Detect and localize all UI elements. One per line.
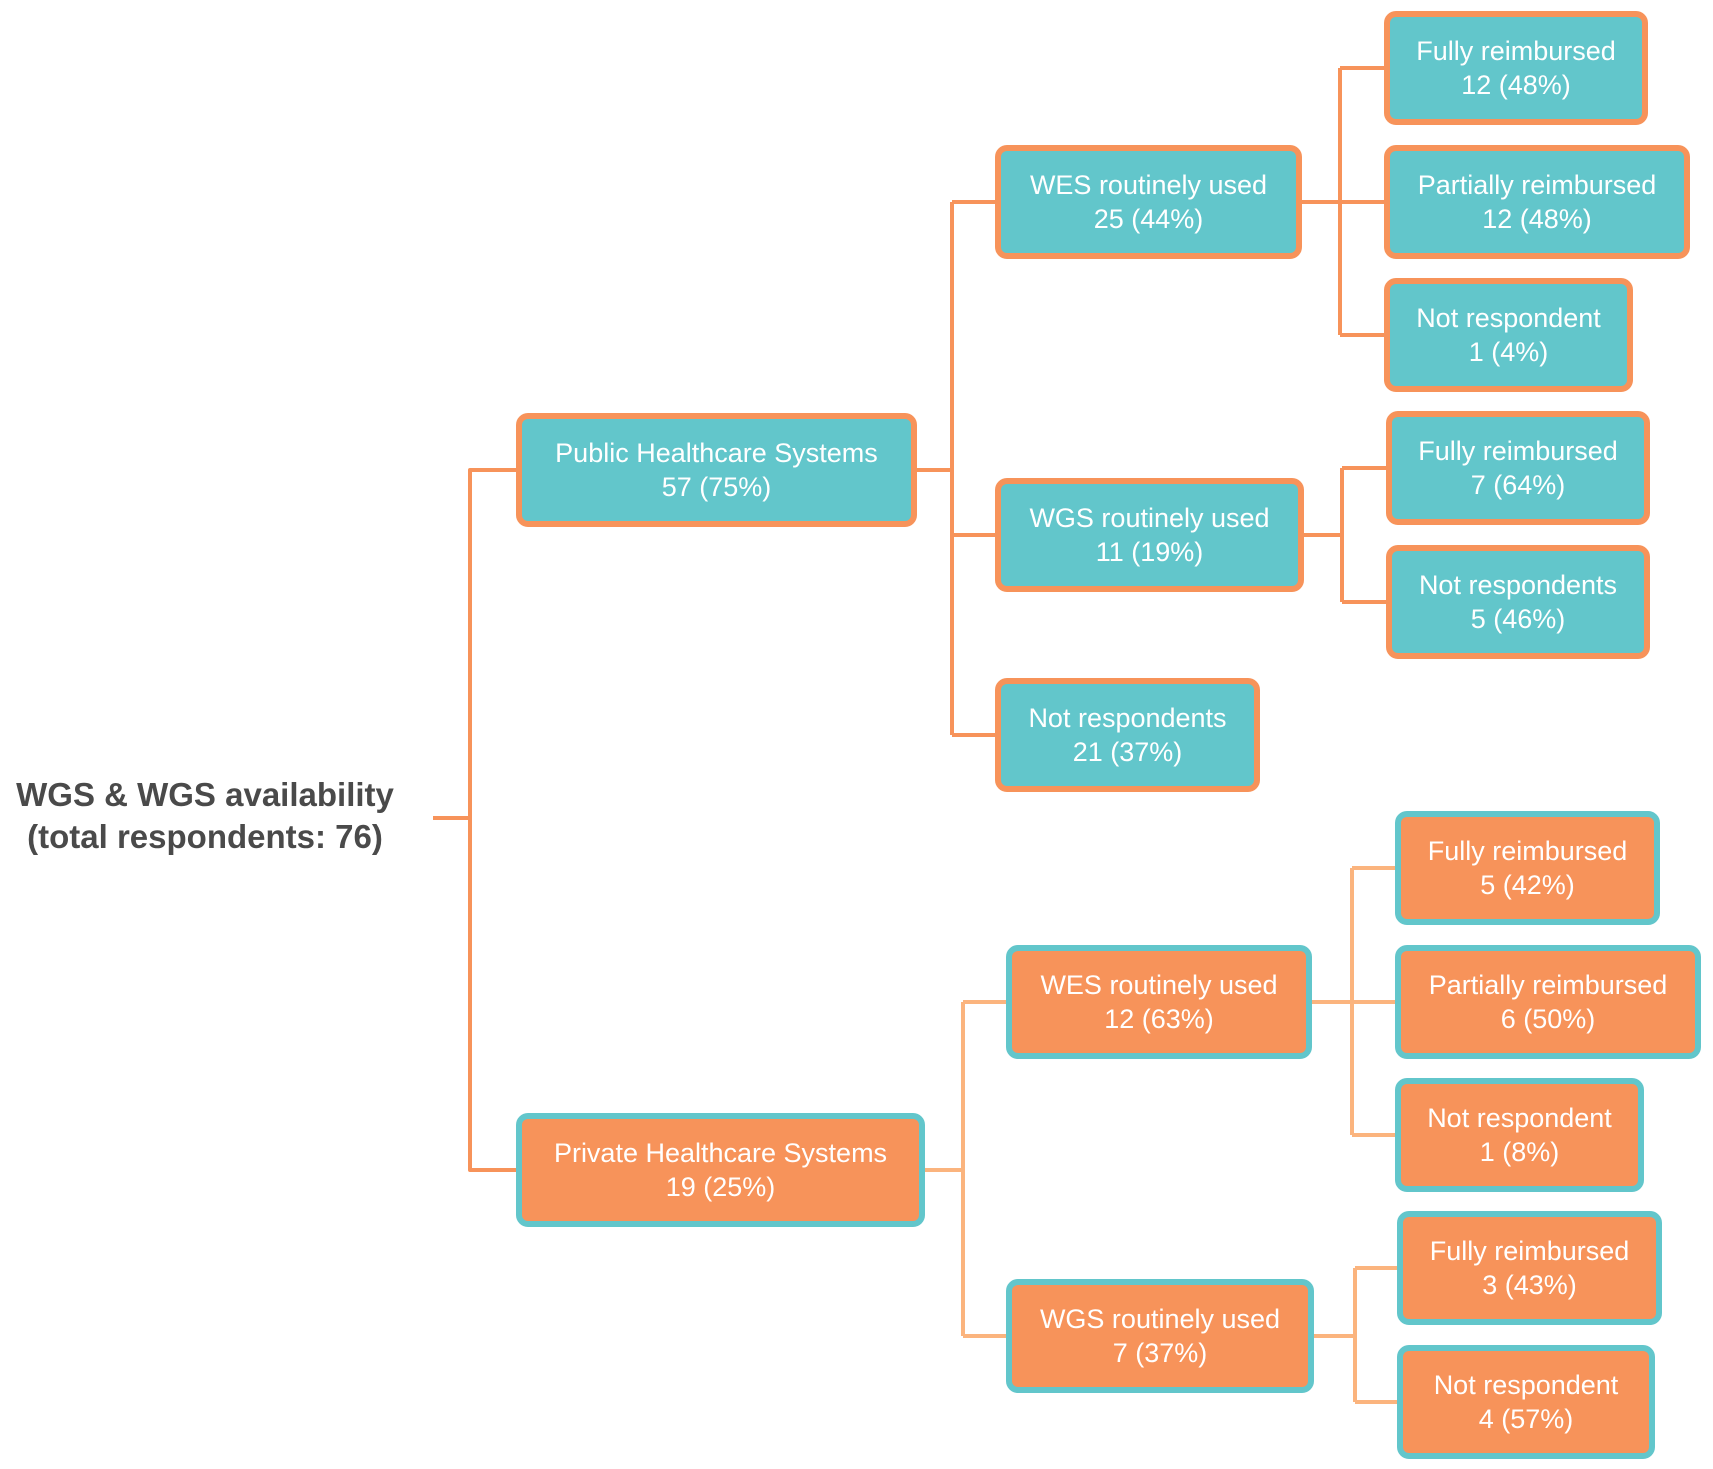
private-wes-fully-node: Fully reimbursed 5 (42%): [1395, 811, 1660, 925]
private-wgs-not-respondent-title: Not respondent: [1433, 1370, 1619, 1400]
public-wgs-fully-count: 7 (64%): [1470, 470, 1566, 500]
public-wes-title: WES routinely used: [1029, 170, 1268, 200]
public-wes-fully-count: 12 (48%): [1461, 70, 1571, 100]
public-healthcare-count: 57 (75%): [661, 472, 772, 502]
public-not-respondents-title: Not respondents: [1028, 703, 1227, 733]
private-wes-title: WES routinely used: [1040, 970, 1278, 1000]
public-wes-count: 25 (44%): [1093, 204, 1204, 234]
private-wgs-count: 7 (37%): [1112, 1338, 1208, 1368]
private-wes-fully-title: Fully reimbursed: [1427, 836, 1628, 866]
public-wes-partially-title: Partially reimbursed: [1417, 170, 1657, 200]
private-wgs-title: WGS routinely used: [1039, 1304, 1281, 1334]
public-not-respondents-node: Not respondents 21 (37%): [995, 678, 1260, 792]
root-title: WGS & WGS availability: [16, 776, 394, 813]
connector-private-wgs: [1314, 1266, 1397, 1404]
public-wes-not-respondent-count: 1 (4%): [1468, 337, 1549, 367]
connector-public-wgs: [1304, 466, 1386, 604]
connector-private-wes: [1312, 866, 1395, 1137]
public-healthcare-title: Public Healthcare Systems: [555, 438, 878, 468]
private-wes-not-respondent-count: 1 (8%): [1479, 1137, 1560, 1167]
private-wgs-fully-node: Fully reimbursed 3 (43%): [1397, 1211, 1662, 1325]
public-wes-fully-title: Fully reimbursed: [1416, 36, 1616, 66]
private-wes-not-respondent-title: Not respondent: [1427, 1103, 1612, 1133]
private-wes-fully-count: 5 (42%): [1480, 870, 1575, 900]
private-wes-node: WES routinely used 12 (63%): [1006, 945, 1312, 1059]
public-wgs-fully-title: Fully reimbursed: [1418, 436, 1618, 466]
public-healthcare-node: Public Healthcare Systems 57 (75%): [516, 413, 917, 527]
private-wes-count: 12 (63%): [1104, 1004, 1214, 1034]
public-wes-node: WES routinely used 25 (44%): [995, 145, 1302, 259]
public-wes-not-respondent-node: Not respondent 1 (4%): [1384, 278, 1633, 392]
public-wes-not-respondent-title: Not respondent: [1416, 303, 1601, 333]
public-wgs-fully-node: Fully reimbursed 7 (64%): [1386, 411, 1650, 525]
public-wgs-node: WGS routinely used 11 (19%): [995, 478, 1304, 592]
public-wgs-not-respondents-count: 5 (46%): [1470, 604, 1566, 634]
private-wes-partially-title: Partially reimbursed: [1428, 970, 1668, 1000]
private-wes-partially-node: Partially reimbursed 6 (50%): [1395, 945, 1701, 1059]
private-wes-partially-count: 6 (50%): [1500, 1004, 1596, 1034]
connector-private: [925, 1000, 1006, 1338]
root-total: (total respondents: 76): [27, 818, 383, 855]
private-wgs-node: WGS routinely used 7 (37%): [1006, 1279, 1314, 1393]
public-wgs-not-respondents-title: Not respondents: [1418, 570, 1618, 600]
public-wes-partially-count: 12 (48%): [1482, 204, 1592, 234]
connector-public-wes: [1302, 66, 1384, 337]
private-wes-not-respondent-node: Not respondent 1 (8%): [1395, 1078, 1644, 1192]
private-healthcare-node: Private Healthcare Systems 19 (25%): [516, 1113, 925, 1227]
private-healthcare-count: 19 (25%): [665, 1172, 776, 1202]
private-wgs-fully-title: Fully reimbursed: [1429, 1236, 1630, 1266]
public-wgs-count: 11 (19%): [1095, 537, 1204, 567]
root-label: WGS & WGS availability (total respondent…: [0, 774, 410, 858]
public-wes-fully-node: Fully reimbursed 12 (48%): [1384, 11, 1648, 125]
public-wes-partially-node: Partially reimbursed 12 (48%): [1384, 145, 1690, 259]
connector-root: [433, 468, 516, 1172]
connector-public: [917, 200, 995, 737]
private-wgs-fully-count: 3 (43%): [1482, 1270, 1577, 1300]
public-wgs-title: WGS routinely used: [1029, 503, 1270, 533]
public-not-respondents-count: 21 (37%): [1072, 737, 1183, 767]
private-wgs-not-respondent-count: 4 (57%): [1478, 1404, 1574, 1434]
public-wgs-not-respondents-node: Not respondents 5 (46%): [1386, 545, 1650, 659]
private-healthcare-title: Private Healthcare Systems: [553, 1138, 888, 1168]
private-wgs-not-respondent-node: Not respondent 4 (57%): [1397, 1345, 1655, 1459]
